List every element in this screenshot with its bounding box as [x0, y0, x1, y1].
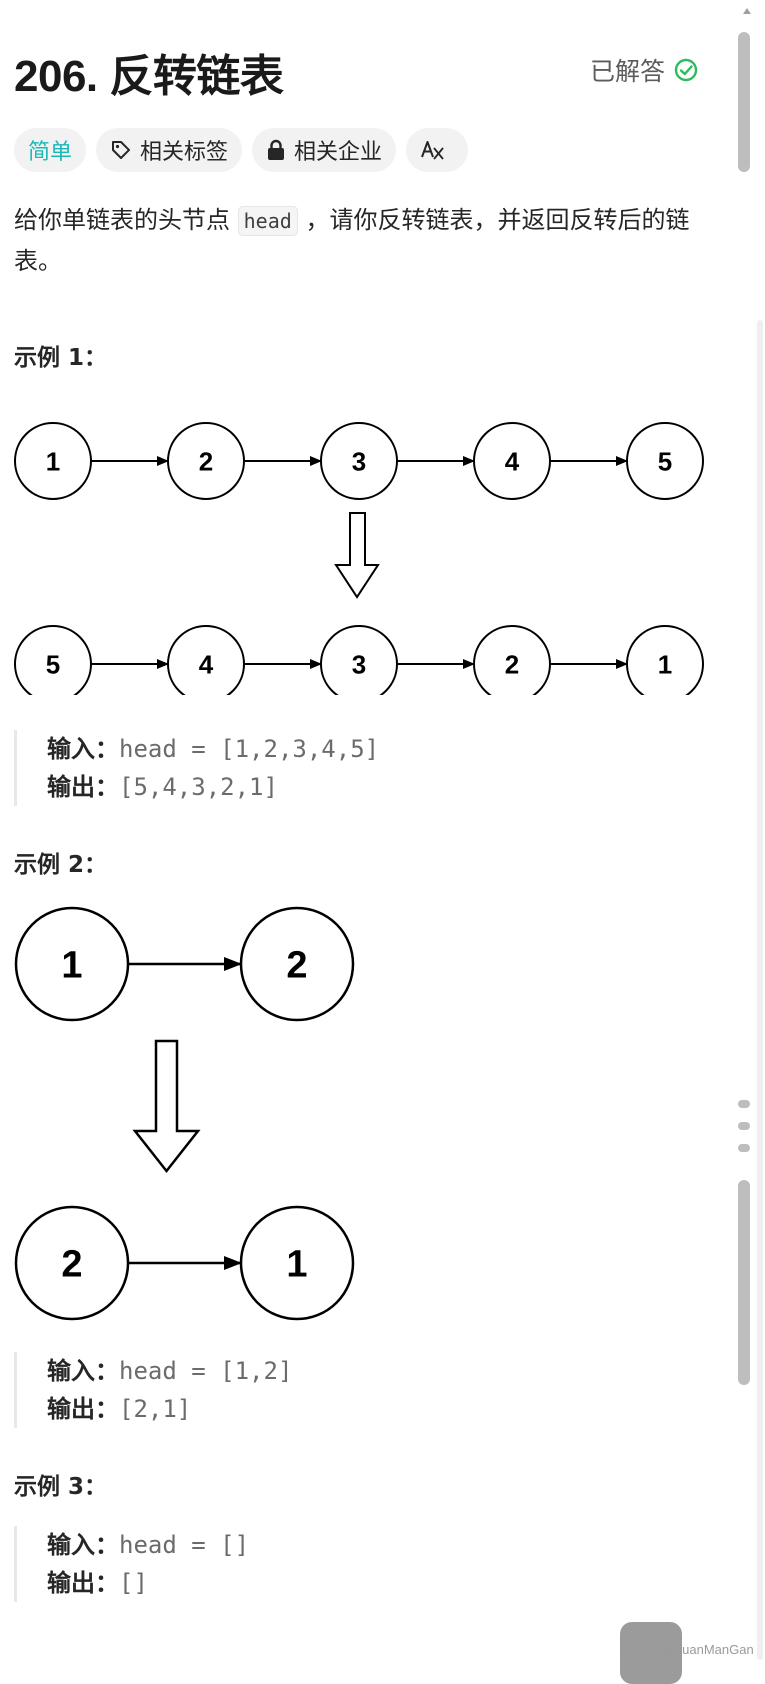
list-node-value: 5: [46, 649, 60, 679]
list-node: [239, 906, 355, 1022]
list-node-value: 3: [352, 649, 366, 679]
scroll-up-arrow-icon[interactable]: [742, 6, 752, 16]
list-node: [320, 625, 398, 695]
lock-icon: [268, 139, 285, 160]
list-node: [14, 1205, 130, 1321]
difficulty-badge[interactable]: 简单: [14, 128, 87, 172]
list-node: [320, 422, 398, 500]
list-node-value: 2: [286, 945, 307, 987]
example-1-title: 示例 1：: [14, 345, 108, 371]
input-label: 输入：: [47, 735, 119, 763]
watermark: CSDN @yuanManGan: [622, 1642, 754, 1657]
input-value: head = [1,2]: [119, 1357, 293, 1385]
example-1-diagram: 1 2 3 4 5 5 4 3 2 1: [14, 422, 704, 695]
tag-icon: [112, 141, 131, 159]
output-value: [2,1]: [119, 1395, 192, 1423]
example-1-before-row: 1 2 3 4 5: [14, 422, 704, 500]
example-3-io: 输入：head = [] 输出：[]: [14, 1526, 249, 1602]
translate-icon: [421, 141, 444, 160]
output-label: 输出：: [47, 1395, 119, 1423]
example-2-title: 示例 2：: [14, 852, 108, 878]
input-value: head = []: [119, 1531, 250, 1559]
scrollbar-thumb[interactable]: [738, 32, 750, 172]
list-node-value: 2: [505, 649, 519, 679]
input-label: 输入：: [47, 1357, 119, 1385]
scrollbar-markers: [738, 1100, 750, 1166]
head-code: head: [237, 206, 298, 236]
list-node: [626, 422, 704, 500]
solved-status[interactable]: 已解答: [590, 52, 699, 88]
list-node-value: 4: [505, 446, 520, 476]
list-node-value: 2: [199, 446, 213, 476]
translate-button[interactable]: [406, 128, 469, 172]
list-node-value: 5: [658, 446, 672, 476]
check-circle-icon: [673, 57, 699, 83]
example-1-input-line: 输入：head = [1,2,3,4,5]: [47, 730, 379, 768]
list-node-value: 1: [658, 649, 672, 679]
list-node: [626, 625, 704, 695]
list-node: [14, 422, 92, 500]
down-arrow-icon: [334, 512, 380, 599]
output-label: 输出：: [47, 773, 119, 801]
example-1-after-row: 5 4 3 2 1: [14, 625, 704, 695]
difficulty-label: 简单: [28, 140, 73, 165]
example-3-input-line: 输入：head = []: [47, 1526, 249, 1564]
topics-tag-button[interactable]: 相关标签: [96, 128, 243, 172]
list-node: [14, 625, 92, 695]
example-1-output-line: 输出：[5,4,3,2,1]: [47, 768, 379, 806]
tag-bar: 简单 相关标签 相关企业: [14, 128, 469, 172]
problem-description: 给你单链表的头节点 head ，请你反转链表，并返回反转后的链表。: [14, 200, 714, 281]
list-node: [239, 1205, 355, 1321]
list-node: [473, 625, 551, 695]
solved-label: 已解答: [590, 57, 666, 86]
description-text-2: ，请你反转链表，并返回反转后的链表。: [14, 206, 690, 275]
list-node: [167, 422, 245, 500]
companies-tag-label: 相关企业: [294, 140, 383, 165]
description-text-1: 给你单链表的头节点: [14, 206, 238, 234]
example-2-output-line: 输出：[2,1]: [47, 1390, 292, 1428]
companies-tag-button[interactable]: 相关企业: [252, 128, 397, 172]
list-node-value: 4: [199, 649, 214, 679]
input-value: head = [1,2,3,4,5]: [119, 735, 380, 763]
example-1-io: 输入：head = [1,2,3,4,5] 输出：[5,4,3,2,1]: [14, 730, 379, 806]
output-value: []: [119, 1569, 148, 1597]
list-node-value: 1: [286, 1244, 307, 1286]
output-value: [5,4,3,2,1]: [119, 773, 278, 801]
list-node: [14, 906, 130, 1022]
down-arrow-icon: [132, 1039, 201, 1174]
outer-scroll-rail: [757, 320, 763, 1660]
example-3-output-line: 输出：[]: [47, 1564, 249, 1602]
topics-tag-label: 相关标签: [140, 140, 229, 165]
list-node: [167, 625, 245, 695]
list-node-value: 3: [352, 446, 366, 476]
scrollbar-thumb-secondary[interactable]: [738, 1180, 750, 1385]
input-label: 输入：: [47, 1531, 119, 1559]
list-node-value: 1: [61, 945, 82, 987]
example-3-title: 示例 3：: [14, 1474, 108, 1500]
list-node: [473, 422, 551, 500]
example-2-io: 输入：head = [1,2] 输出：[2,1]: [14, 1352, 292, 1428]
list-node-value: 1: [46, 446, 60, 476]
example-2-input-line: 输入：head = [1,2]: [47, 1352, 292, 1390]
problem-title: 206. 反转链表: [14, 52, 284, 101]
problem-page: 206. 反转链表 已解答 简单 相关标签 相关企业: [14, 52, 714, 1602]
output-label: 输出：: [47, 1569, 119, 1597]
list-node-value: 2: [61, 1244, 82, 1286]
